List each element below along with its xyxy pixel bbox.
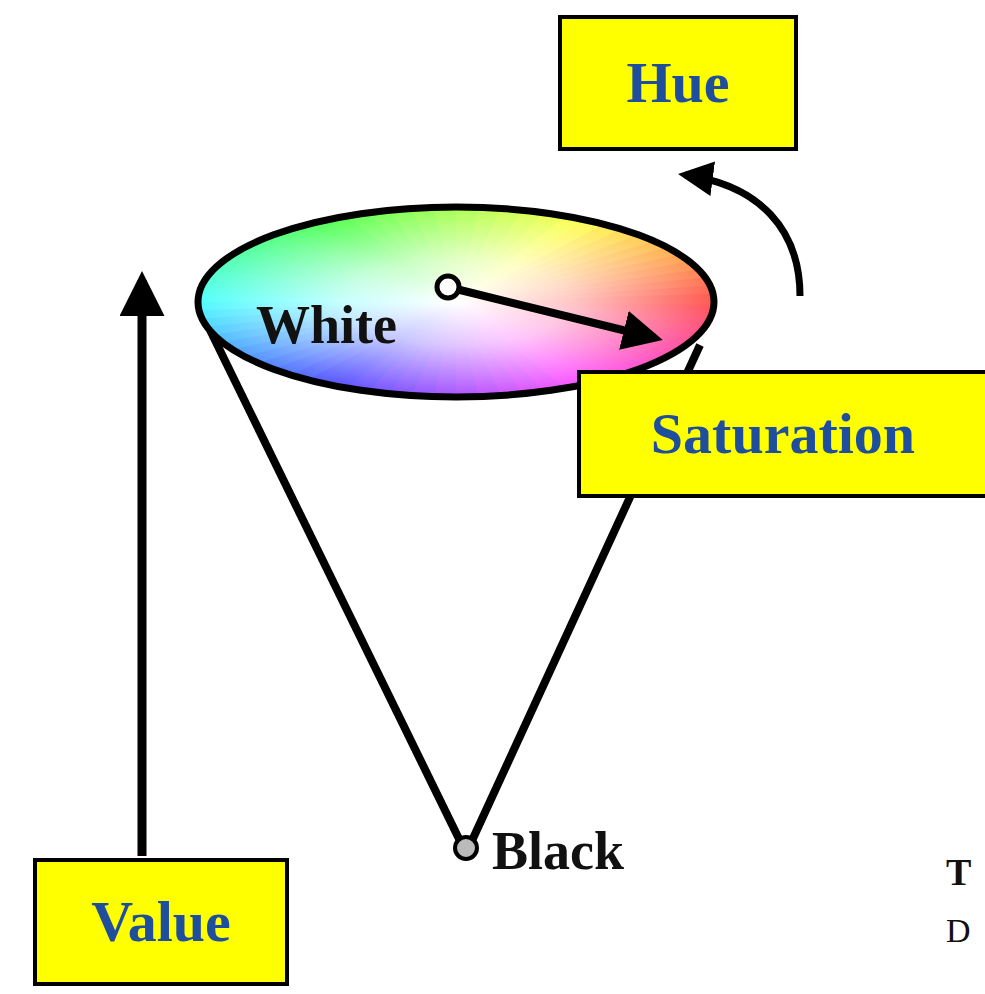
- disc-outline: [198, 207, 714, 397]
- value-arrow: [138, 280, 147, 856]
- black-point: [455, 837, 477, 859]
- saturation-box: Saturation: [577, 370, 985, 498]
- box-label: Saturation: [651, 402, 915, 466]
- cut-off-text: D: [946, 912, 971, 949]
- box-label: Value: [91, 890, 231, 954]
- hue-box: Hue: [558, 15, 798, 151]
- disc-whitening: [198, 207, 714, 397]
- cut-off-text: T: [946, 852, 971, 894]
- white-point: [437, 276, 459, 298]
- hue-disc: [198, 207, 714, 397]
- black-label: Black: [492, 822, 624, 881]
- cone-side: [210, 330, 462, 845]
- saturation-arrow: [452, 288, 655, 338]
- white-label: White: [256, 296, 397, 355]
- value-box: Value: [33, 858, 289, 986]
- box-label: Hue: [626, 51, 729, 115]
- hue-arc-arrow: [685, 175, 800, 296]
